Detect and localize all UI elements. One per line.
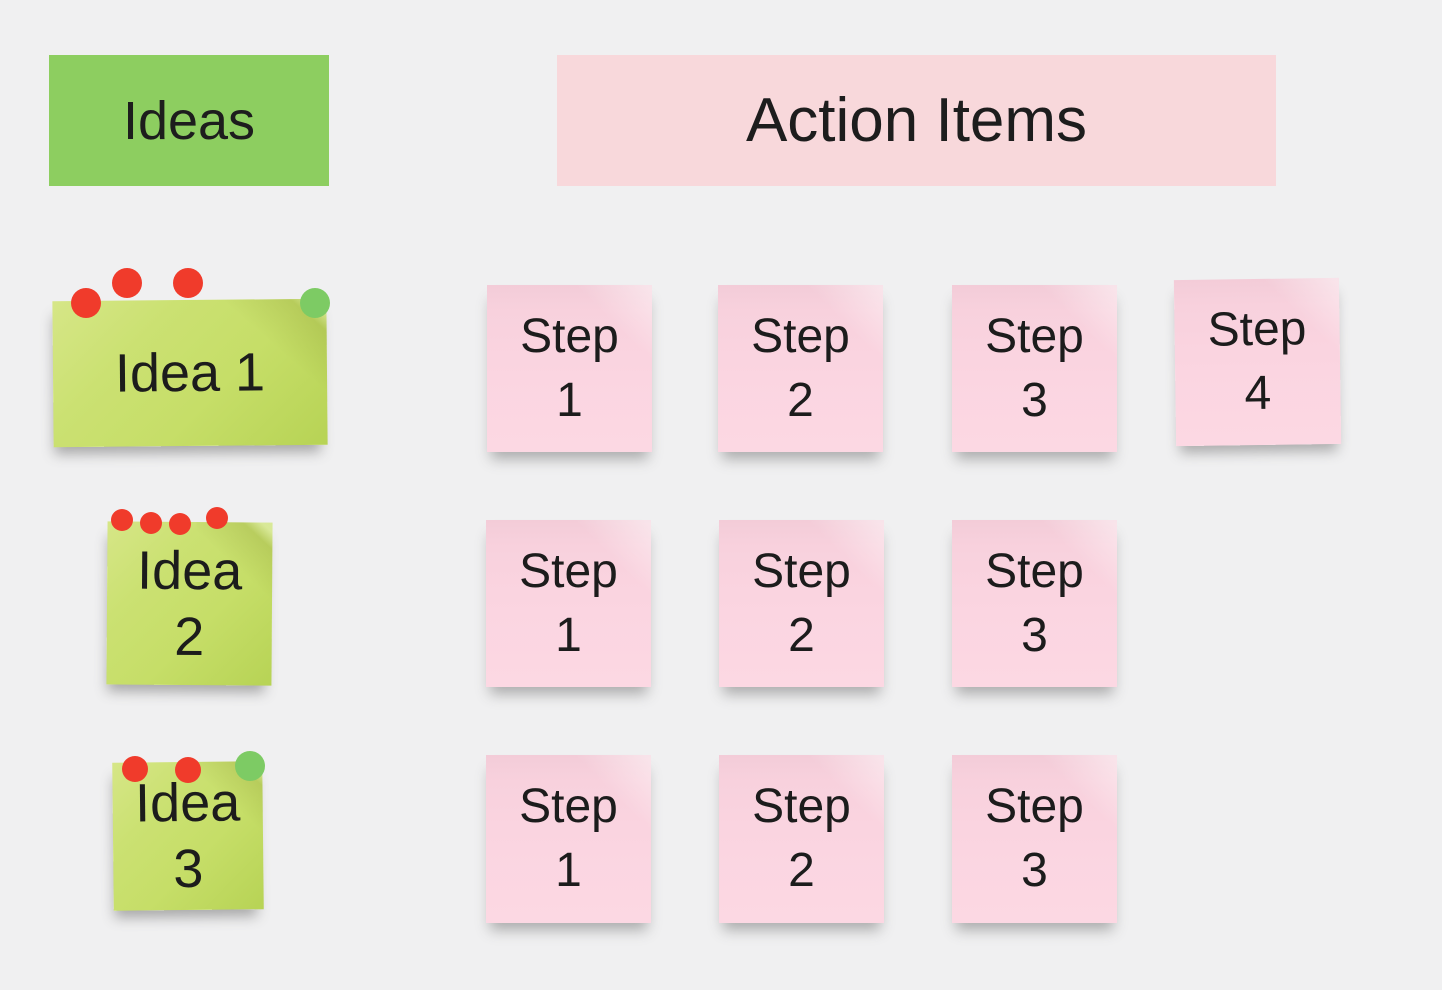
step-note-2-1[interactable]: Step 1: [486, 520, 651, 687]
step-note-2-2[interactable]: Step 2: [719, 520, 884, 687]
vote-dot-red[interactable]: [71, 288, 101, 318]
step-note-3-2[interactable]: Step 2: [719, 755, 884, 923]
note-text-line: Step: [519, 544, 618, 598]
ideas-header-label: Ideas: [122, 90, 256, 151]
note-text-line: 3: [1021, 608, 1048, 662]
note-text-line: Step: [1207, 302, 1307, 357]
idea-note-3[interactable]: Idea 3: [112, 761, 264, 911]
step-note-3-3[interactable]: Step 3: [952, 755, 1117, 923]
note-text-line: 3: [173, 838, 204, 900]
note-text-line: 3: [1021, 373, 1048, 427]
action-items-column-header[interactable]: Action Items: [557, 55, 1276, 186]
vote-dot-red[interactable]: [169, 513, 191, 535]
note-text-line: 2: [788, 608, 815, 662]
note-text-line: Step: [751, 309, 850, 363]
note-text-line: 2: [788, 844, 815, 897]
action-items-header-label: Action Items: [745, 86, 1088, 155]
vote-dot-red[interactable]: [175, 757, 201, 783]
note-text-line: Idea 1: [114, 342, 266, 404]
vote-dot-red[interactable]: [140, 512, 162, 534]
step-note-1-2[interactable]: Step 2: [718, 285, 883, 452]
note-text-line: 1: [555, 608, 582, 662]
vote-dot-red[interactable]: [111, 509, 133, 531]
vote-dot-red[interactable]: [206, 507, 228, 529]
note-text-line: Step: [520, 309, 619, 363]
note-text-line: 1: [555, 844, 582, 897]
vote-dot-green[interactable]: [235, 751, 265, 781]
idea-note-2[interactable]: Idea 2: [106, 521, 273, 686]
note-text-line: Step: [752, 780, 851, 833]
note-text-line: 2: [174, 606, 205, 667]
step-note-3-1[interactable]: Step 1: [486, 755, 651, 923]
step-note-1-3[interactable]: Step 3: [952, 285, 1117, 452]
note-text-line: 4: [1244, 366, 1272, 421]
note-text-line: 1: [556, 373, 583, 427]
step-note-1-1[interactable]: Step 1: [487, 285, 652, 452]
note-text-line: Step: [985, 780, 1084, 833]
note-text-line: 2: [787, 373, 814, 427]
note-text-line: Step: [985, 309, 1084, 363]
vote-dot-red[interactable]: [112, 268, 142, 298]
vote-dot-red[interactable]: [122, 756, 148, 782]
note-text-line: Step: [519, 780, 618, 833]
step-note-2-3[interactable]: Step 3: [952, 520, 1117, 687]
ideas-column-header[interactable]: Ideas: [49, 55, 329, 186]
note-text-line: Step: [985, 544, 1084, 598]
note-text-line: Step: [752, 544, 851, 598]
note-text-line: 3: [1021, 844, 1048, 897]
step-note-1-4[interactable]: Step 4: [1173, 277, 1342, 447]
idea-note-1[interactable]: Idea 1: [52, 298, 328, 448]
note-text-line: Idea: [136, 540, 243, 601]
vote-dot-red[interactable]: [173, 268, 203, 298]
vote-dot-green[interactable]: [300, 288, 330, 318]
